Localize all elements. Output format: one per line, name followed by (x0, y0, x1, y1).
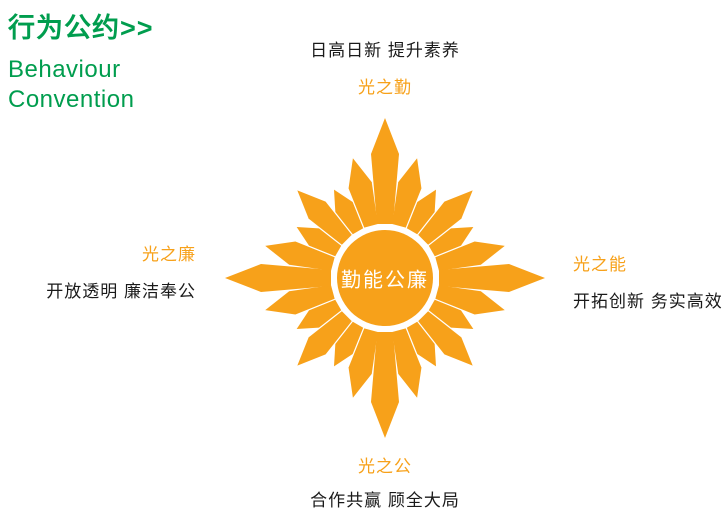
page-title-english-line2: Convention (8, 86, 135, 113)
node-top-name: 光之勤 (358, 78, 412, 97)
sun-diagram: 勤能公廉 (205, 98, 565, 458)
node-top-description: 日高日新 提升素养 (310, 41, 460, 60)
sun-center-circle (337, 230, 433, 326)
node-left-description: 开放透明 廉洁奉公 (46, 282, 196, 301)
sun-center-label: 勤能公廉 (341, 269, 429, 292)
node-left-name: 光之廉 (142, 245, 196, 264)
node-bottom-description: 合作共赢 顾全大局 (310, 491, 460, 510)
page-title-english-line1: Behaviour (8, 56, 121, 83)
page-title-chinese: 行为公约>> (8, 13, 154, 43)
node-bottom-name: 光之公 (358, 457, 412, 476)
node-right-name: 光之能 (573, 255, 627, 274)
node-right-description: 开拓创新 务实高效 (573, 292, 723, 311)
sun-rays-graphic (225, 118, 545, 438)
